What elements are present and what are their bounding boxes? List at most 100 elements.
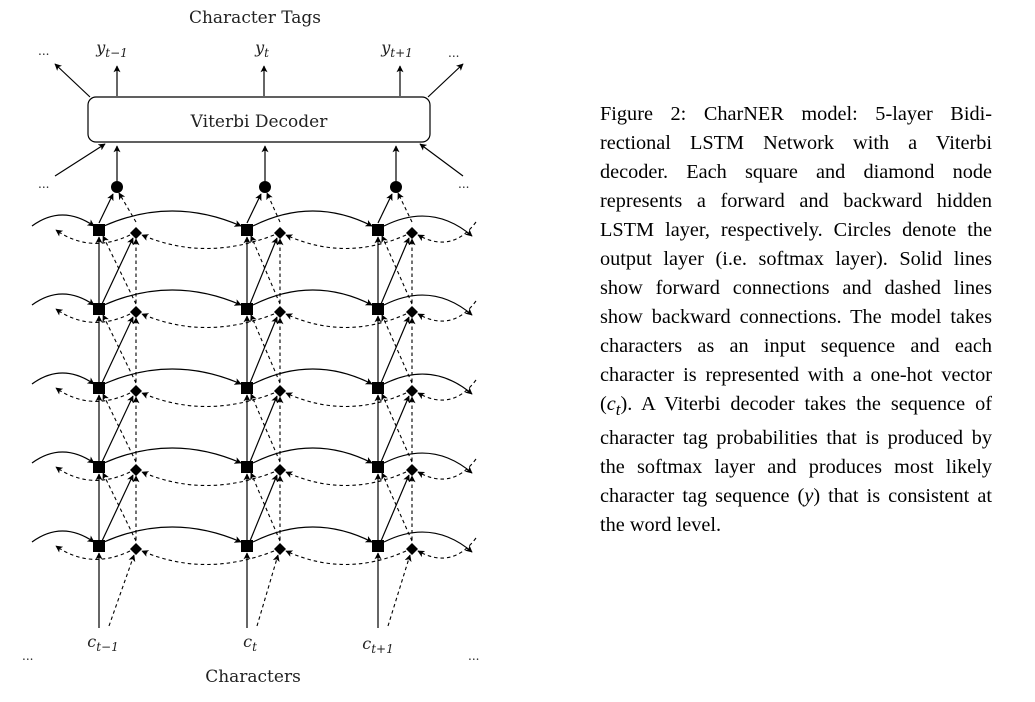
backward-to-forward xyxy=(102,393,137,463)
forward-connection xyxy=(31,293,95,306)
backward-to-output xyxy=(266,192,281,223)
characters-label: Characters xyxy=(205,667,301,687)
forward-to-backward xyxy=(101,474,134,542)
backward-to-forward xyxy=(250,393,281,463)
forward-lstm-node xyxy=(241,382,253,394)
forward-lstm-node xyxy=(241,461,253,473)
forward-to-backward xyxy=(101,316,134,384)
backward-to-forward xyxy=(102,235,137,305)
forward-to-output xyxy=(246,193,262,224)
backward-lstm-node xyxy=(274,227,286,239)
forward-connection xyxy=(103,368,242,385)
backward-connection xyxy=(55,229,131,244)
forward-connection xyxy=(31,451,95,464)
backward-to-forward xyxy=(250,314,281,384)
backward-to-forward xyxy=(381,235,413,305)
backward-connection xyxy=(417,221,477,243)
forward-lstm-node xyxy=(372,382,384,394)
forward-lstm-node xyxy=(241,303,253,315)
forward-connection xyxy=(103,289,242,306)
forward-connection xyxy=(252,210,373,227)
backward-to-forward xyxy=(381,314,413,384)
forward-connection xyxy=(103,526,242,543)
backward-connection xyxy=(285,234,407,250)
forward-connection xyxy=(383,531,473,553)
forward-connection xyxy=(252,368,373,385)
backward-lstm-node xyxy=(130,543,142,555)
backward-connection xyxy=(141,550,275,566)
backward-lstm-node xyxy=(406,543,418,555)
forward-connection xyxy=(383,294,473,316)
backward-lstm-node xyxy=(274,464,286,476)
forward-to-backward xyxy=(380,474,410,542)
backward-lstm-node xyxy=(130,464,142,476)
forward-lstm-node xyxy=(93,461,105,473)
forward-connection xyxy=(252,447,373,464)
forward-connection xyxy=(383,215,473,237)
forward-to-backward xyxy=(249,474,278,542)
forward-connection xyxy=(252,526,373,543)
backward-to-forward xyxy=(381,472,413,542)
backward-to-forward xyxy=(102,472,137,542)
forward-to-backward xyxy=(249,237,278,305)
ellipsis-mid-left: ... xyxy=(38,177,49,191)
backward-to-forward xyxy=(102,314,137,384)
ellipsis-bottom-right: ... xyxy=(468,649,479,663)
forward-lstm-node xyxy=(372,540,384,552)
forward-to-output xyxy=(377,193,393,224)
backward-lstm-node xyxy=(130,306,142,318)
backward-lstm-node xyxy=(130,385,142,397)
forward-to-backward xyxy=(101,237,134,305)
forward-lstm-node xyxy=(93,303,105,315)
forward-to-backward xyxy=(249,316,278,384)
forward-connection xyxy=(103,210,242,227)
input-label-next: ct+1 xyxy=(362,634,393,656)
backward-to-output xyxy=(397,192,413,223)
viterbi-decoder-label: Viterbi Decoder xyxy=(190,112,329,132)
softmax-output-node xyxy=(259,181,271,193)
output-label-next: yt+1 xyxy=(380,38,413,60)
backward-connection xyxy=(285,313,407,329)
forward-to-output xyxy=(98,193,114,224)
ellipsis-mid-right: ... xyxy=(458,177,469,191)
backward-lstm-node xyxy=(406,306,418,318)
decoder-output-arrows xyxy=(54,63,464,98)
backward-lstm-node xyxy=(274,306,286,318)
backward-connection xyxy=(417,458,477,480)
backward-connection xyxy=(417,300,477,322)
forward-lstm-node xyxy=(372,461,384,473)
character-tags-label: Character Tags xyxy=(189,8,321,28)
backward-connection xyxy=(141,471,275,487)
charner-diagram: Character Tags Characters yt−1 yt yt+1 c… xyxy=(22,8,479,687)
viterbi-decoder-box xyxy=(87,96,431,143)
decoder-input-arrows xyxy=(54,143,464,177)
backward-connection xyxy=(141,392,275,408)
forward-lstm-node xyxy=(372,303,384,315)
backward-connection xyxy=(141,234,275,250)
backward-connection xyxy=(141,313,275,329)
forward-lstm-node xyxy=(241,540,253,552)
forward-lstm-node xyxy=(372,224,384,236)
ellipsis-top-right: ... xyxy=(448,46,459,60)
backward-to-forward xyxy=(381,393,413,463)
backward-connection xyxy=(285,471,407,487)
output-label-curr: yt xyxy=(254,38,269,60)
softmax-output-node xyxy=(390,181,402,193)
backward-lstm-node xyxy=(274,385,286,397)
forward-connection xyxy=(31,372,95,385)
backward-connection xyxy=(55,545,131,560)
backward-to-output xyxy=(118,192,137,223)
forward-connection xyxy=(252,289,373,306)
forward-lstm-node xyxy=(93,224,105,236)
backward-lstm-node xyxy=(130,227,142,239)
backward-connection xyxy=(55,466,131,481)
forward-connection xyxy=(383,452,473,474)
forward-lstm-node xyxy=(241,224,253,236)
forward-connection xyxy=(103,447,242,464)
output-label-prev: yt−1 xyxy=(95,38,128,60)
backward-connection xyxy=(55,387,131,402)
figure-caption: Figure 2: CharNER model: 5-layer Bidi­re… xyxy=(600,103,992,537)
forward-to-backward xyxy=(101,395,134,463)
backward-connection xyxy=(417,379,477,401)
backward-lstm-node xyxy=(274,543,286,555)
